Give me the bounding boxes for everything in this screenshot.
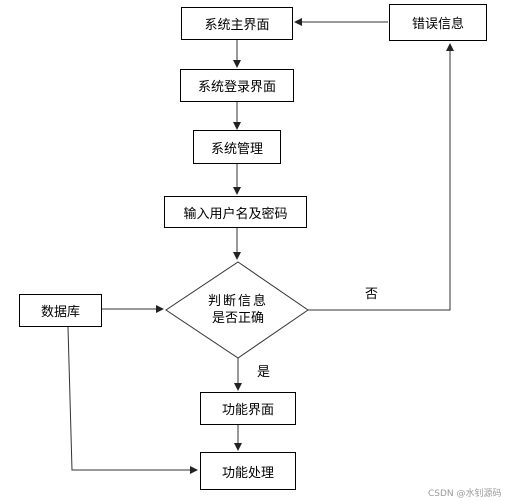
node-function-ui: 功能界面 [200,392,296,425]
judge-text: 判断信息 是否正确 [196,293,280,327]
node-sys-manage: 系统管理 [193,130,281,164]
node-function-process: 功能处理 [200,452,296,490]
node-error-info: 错误信息 [389,4,487,41]
edge-label-no: 否 [365,287,379,302]
node-login-ui: 系统登录界面 [180,69,294,102]
node-main-ui: 系统主界面 [181,7,293,40]
edge-database-to-process [67,326,198,474]
node-input-credentials: 输入用户名及密码 [164,196,307,228]
edge-label-yes: 是 [257,365,271,380]
node-database: 数据库 [19,294,102,327]
watermark-text: CSDN @水钊源码 [428,489,502,499]
judge-text-line1: 判断信息 [207,294,268,309]
judge-text-line2: 是否正确 [211,311,264,326]
edge-judge-to-error [308,43,454,311]
